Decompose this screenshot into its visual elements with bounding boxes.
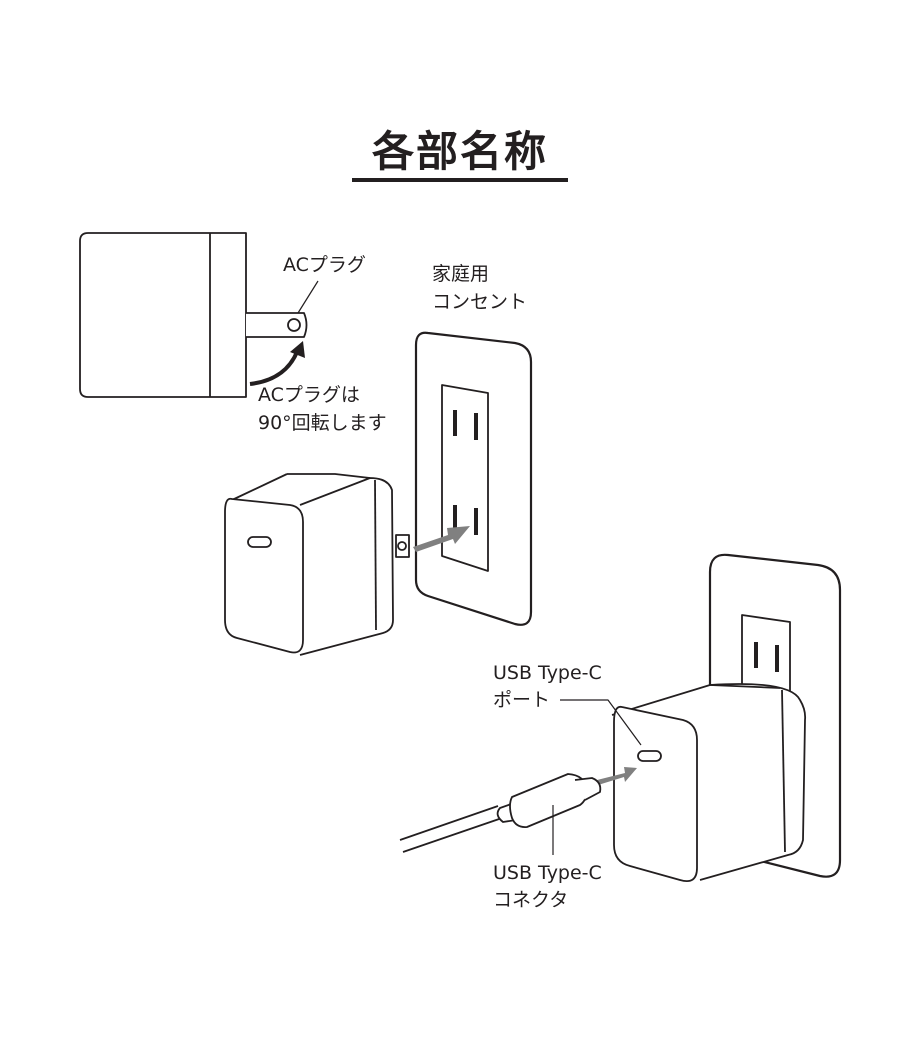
usb-port-label-line2: ポート [493,689,551,711]
usb-c-cable [399,773,602,855]
outlet-label-line1: 家庭用 [432,263,490,285]
ac-plug [246,312,308,338]
rotate-arrowhead [290,341,305,358]
ac-rotate-label-line1: ACプラグは [258,384,360,406]
ac-plug-leader [297,280,319,314]
charger-plugged-in [560,683,807,883]
usb-c-port-1 [247,536,272,548]
ac-plug-label: ACプラグ [283,254,366,276]
usb-connector-label-line1: USB Type-C [493,862,602,884]
rotate-arrow [249,351,299,386]
wall-outlet-1 [414,331,533,626]
ac-rotate-label-line2: 90°回転します [258,412,387,434]
title-underline [352,178,568,182]
insert-arrow-1 [413,526,470,552]
outlet-label-line2: コンセント [432,291,528,313]
page-title: 各部名称 [371,127,548,176]
charger-plugging-in [224,473,470,656]
charger-side-view [79,232,319,398]
insert-arrow-2 [597,767,637,785]
usb-connector-label-line2: コネクタ [493,889,569,911]
usb-c-port-2 [637,750,662,762]
usb-port-label-line1: USB Type-C [493,662,602,684]
usb-port-leader [560,699,642,746]
